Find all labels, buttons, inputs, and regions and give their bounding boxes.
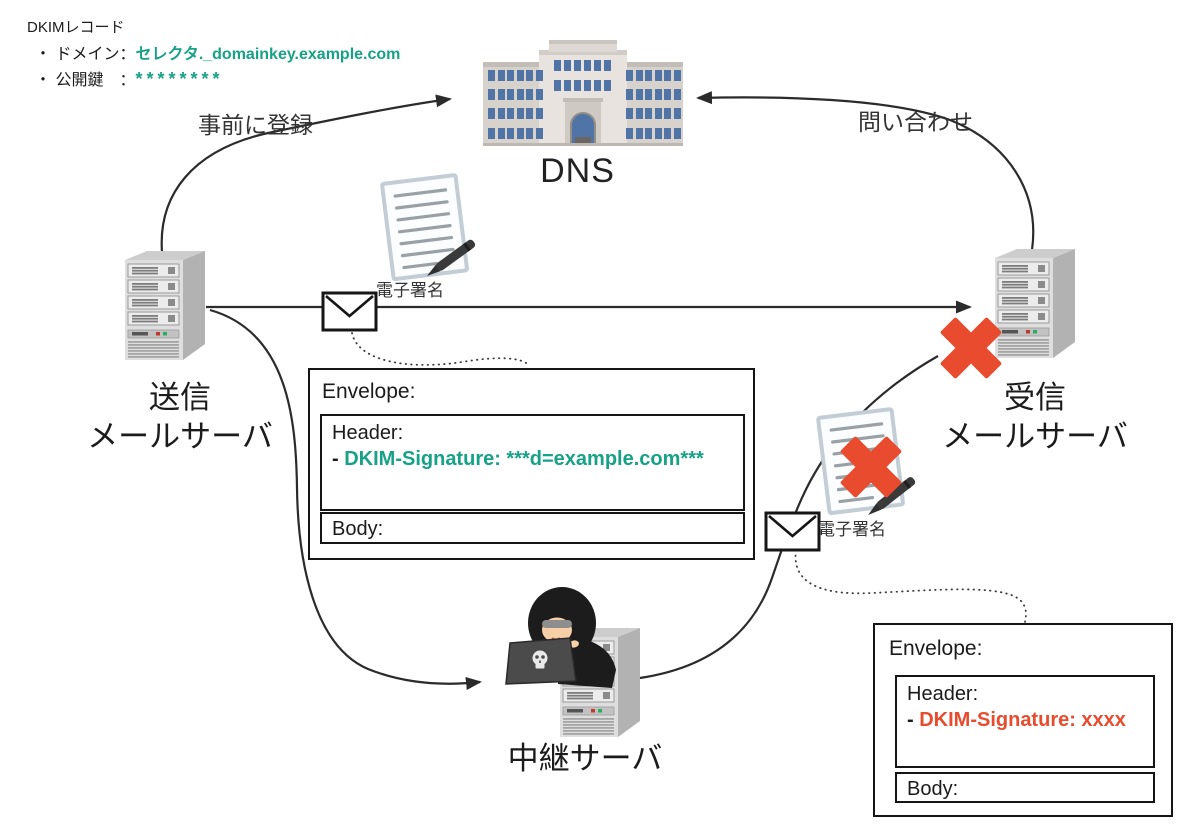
dkim-signature-value: DKIM-Signature: xxxx [919,709,1126,731]
dkim-domain-value: セレクタ._domainkey.example.com [135,46,401,63]
arrow-sender-to-relay [209,308,482,690]
body-section: Body: [320,512,745,544]
skull-icon [532,650,548,669]
sender-server-icon [125,251,205,360]
envelope-title: Envelope: [889,637,983,660]
label-sender-line1: 送信 [149,380,211,415]
dkim-signature-line: - DKIM-Signature: ***d=example.com*** [332,446,733,472]
line-relay-to-receiver-blocked [639,355,939,680]
dkim-record-block: DKIMレコード ・ ドメイン：セレクタ._domainkey.example.… [27,16,400,93]
dkim-record-title: DKIMレコード [27,19,125,36]
label-query: 問い合わせ [858,109,973,135]
label-receiver-line1: 受信 [1004,380,1066,415]
dkim-dash: - [332,448,345,470]
header-section: Header: - DKIM-Signature: xxxx [895,675,1155,768]
receiver-server-icon [995,249,1075,358]
envelope-detail-original: Envelope: Header: - DKIM-Signature: ***d… [308,368,755,560]
dkim-domain-label: ・ ドメイン： [35,46,136,63]
signature-document-1-icon [380,172,477,282]
label-sender-line2: メールサーバ [87,419,273,454]
dkim-dash: - [907,709,920,731]
envelope-inner: Header: - DKIM-Signature: ***d=example.c… [320,414,745,544]
label-digital-signature-2: 電子署名 [818,520,886,539]
dkim-pubkey-value: ******** [135,69,224,89]
label-sender-server: 送信 メールサーバ [55,378,305,456]
body-section: Body: [895,772,1155,803]
label-digital-signature-1: 電子署名 [376,281,444,300]
label-receiver-line2: メールサーバ [942,419,1128,454]
arrow-query-to-dns [696,91,1035,251]
hacker-icon [505,587,616,688]
envelope-1-icon [321,291,378,332]
dkim-pubkey-label: ・ 公開鍵 ： [35,72,136,89]
label-dns: DNS [540,152,615,190]
label-relay-server: 中継サーバ [507,741,663,776]
dkim-record-pubkey: ・ 公開鍵 ：******** [35,67,400,93]
header-title: Header: [332,422,404,444]
label-receiver-server: 受信 メールサーバ [910,378,1160,456]
dkim-record-domain: ・ ドメイン：セレクタ._domainkey.example.com [35,43,400,67]
header-title: Header: [907,683,979,705]
dns-building-icon [483,40,683,146]
dkim-signature-value: DKIM-Signature: ***d=example.com*** [344,448,704,470]
envelope-2-icon [764,511,821,552]
envelope-detail-tampered: Envelope: Header: - DKIM-Signature: xxxx… [873,623,1173,817]
dotted-envelope1-to-box1 [351,332,531,367]
dotted-envelope2-to-box2 [794,549,1027,623]
header-section: Header: - DKIM-Signature: ***d=example.c… [320,414,745,511]
dkim-signature-line: - DKIM-Signature: xxxx [907,707,1143,733]
label-register-in-advance: 事前に登録 [198,112,313,138]
envelope-inner: Header: - DKIM-Signature: xxxx Body: [895,675,1155,803]
arrow-register-to-dns [160,94,452,253]
envelope-title: Envelope: [322,380,416,403]
